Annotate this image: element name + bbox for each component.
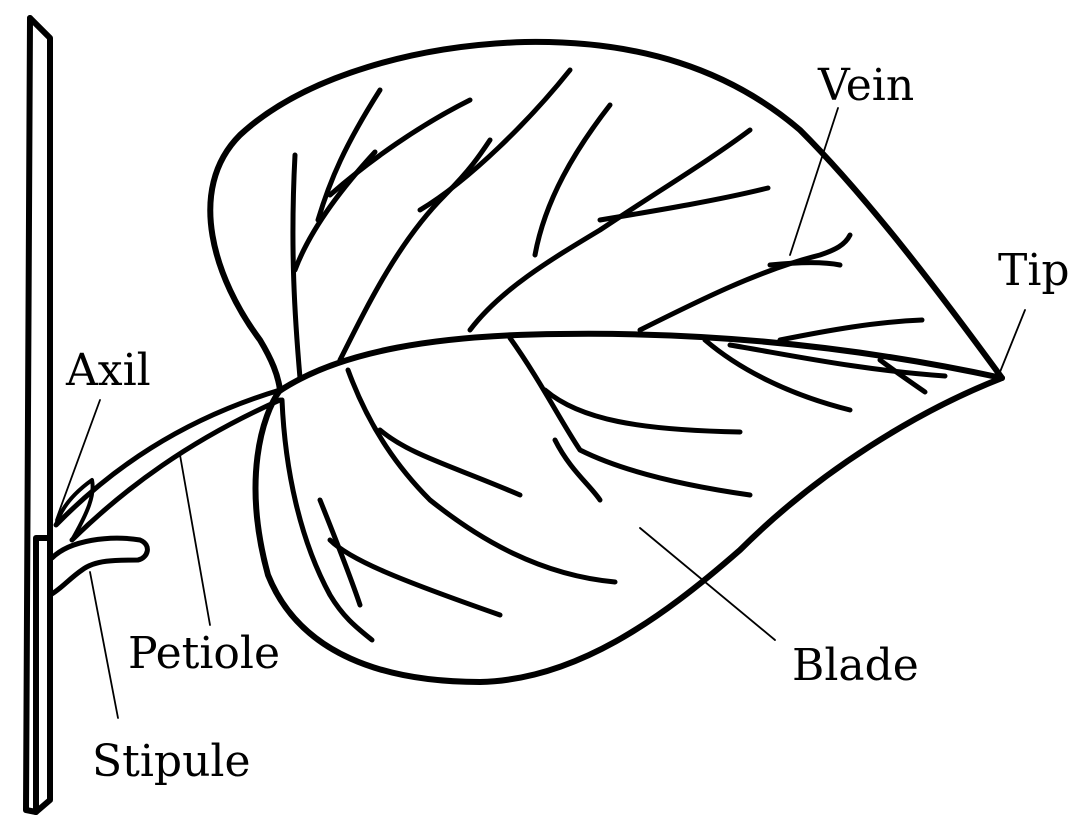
petiole-leader [180, 455, 210, 625]
petiole-label: Petiole [128, 628, 280, 679]
tip-label: Tip [998, 245, 1070, 296]
stipule-label: Stipule [92, 736, 251, 787]
blade-leader [640, 528, 775, 640]
midrib-vein [278, 334, 1002, 392]
tip-leader [1000, 310, 1025, 372]
lower-veins [282, 338, 945, 640]
axil-label: Axil [65, 345, 151, 396]
blade-label: Blade [792, 640, 919, 691]
vein-label: Vein [817, 60, 914, 111]
leader-lines [56, 108, 1025, 718]
stipule-shape [50, 538, 147, 595]
stem [26, 18, 50, 812]
stipule-leader [90, 572, 118, 718]
petiole-shape [56, 390, 280, 540]
